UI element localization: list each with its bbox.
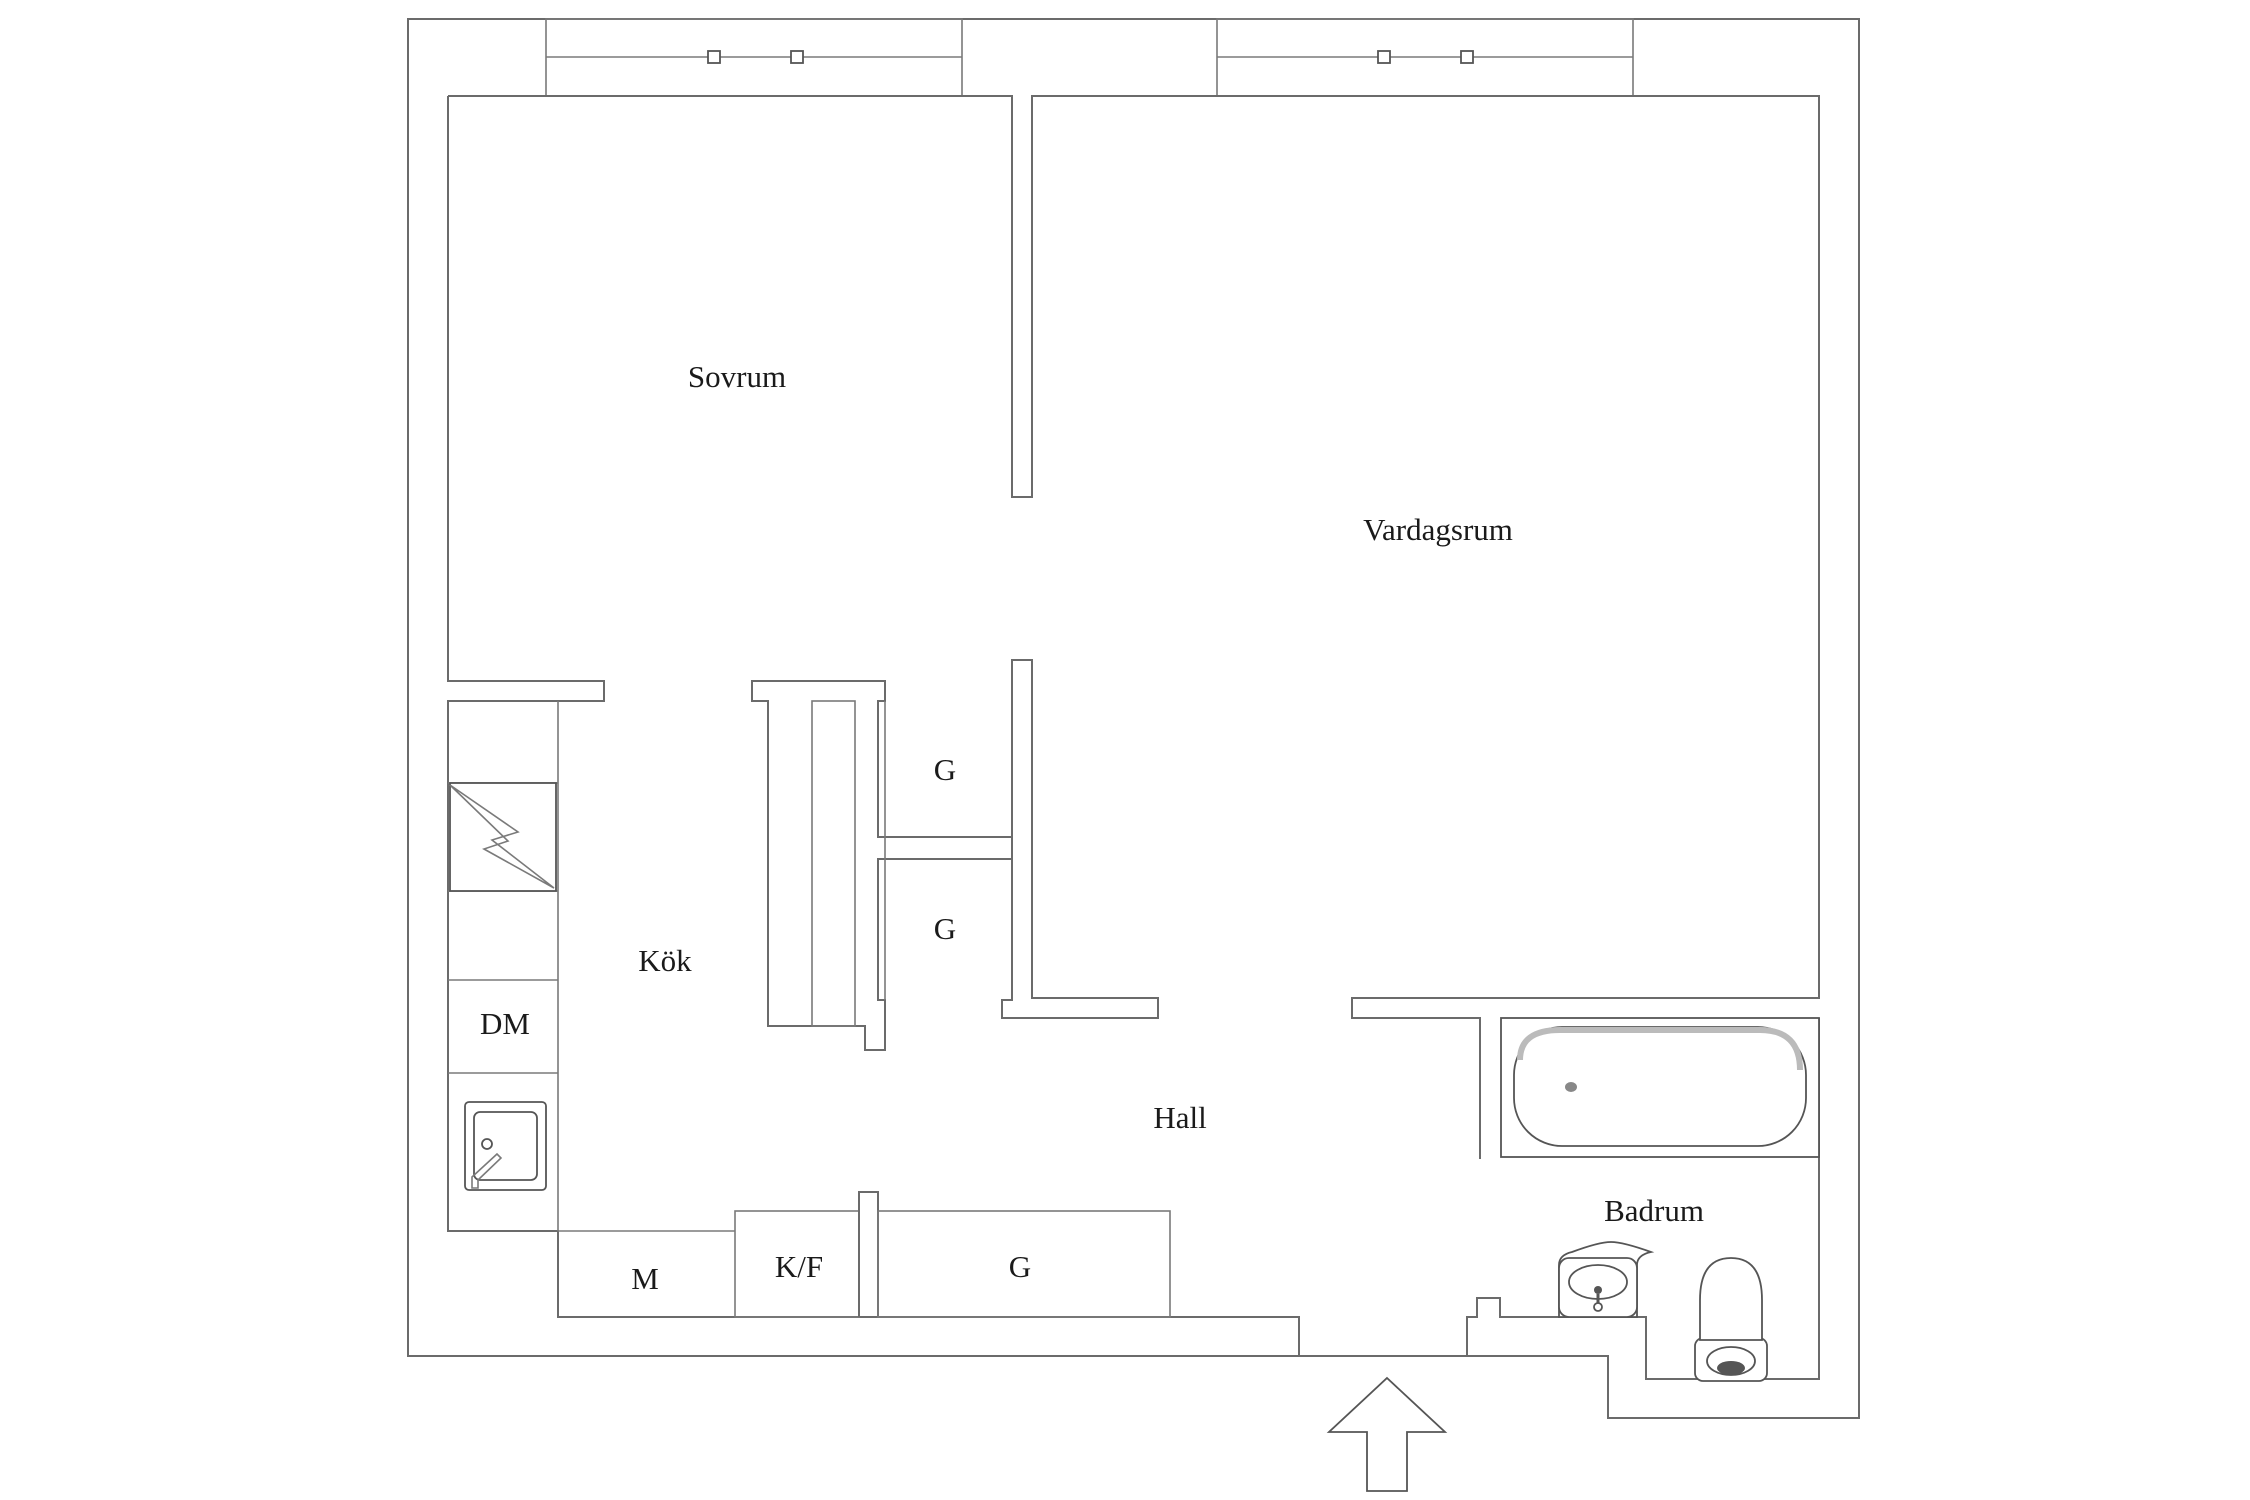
partition-wall xyxy=(1001,659,1159,1019)
interior-wall-outline xyxy=(448,95,1820,1159)
room-label-badrum: Badrum xyxy=(1604,1193,1704,1228)
window-right xyxy=(1216,18,1634,97)
outer-wall xyxy=(407,18,1860,1419)
label-microwave: M xyxy=(631,1261,659,1296)
label-dishwasher: DM xyxy=(480,1006,530,1041)
room-label-sovrum: Sovrum xyxy=(688,359,786,394)
hall-built-ins xyxy=(558,1191,1171,1318)
label-wardrobe-2: G xyxy=(934,911,956,946)
room-label-vardagsrum: Vardagsrum xyxy=(1363,512,1513,547)
label-fridge-freezer: K/F xyxy=(775,1249,823,1284)
window-left xyxy=(545,18,963,97)
room-label-kok: Kök xyxy=(638,943,692,978)
wardrobe-block xyxy=(751,680,1013,1051)
kitchen-counter-island xyxy=(811,700,856,1027)
kitchen-sink-icon xyxy=(464,1101,547,1191)
entrance-arrow-icon xyxy=(1326,1376,1448,1492)
room-label-hall: Hall xyxy=(1153,1100,1206,1135)
electrical-panel-icon xyxy=(449,782,557,892)
toilet-icon xyxy=(1694,1257,1768,1382)
bathtub-icon xyxy=(1500,1017,1820,1158)
label-wardrobe-1: G xyxy=(934,752,956,787)
label-wardrobe-3: G xyxy=(1009,1249,1031,1284)
interior-wall-outline-2 xyxy=(447,96,1300,1356)
washbasin-icon xyxy=(1558,1241,1655,1318)
